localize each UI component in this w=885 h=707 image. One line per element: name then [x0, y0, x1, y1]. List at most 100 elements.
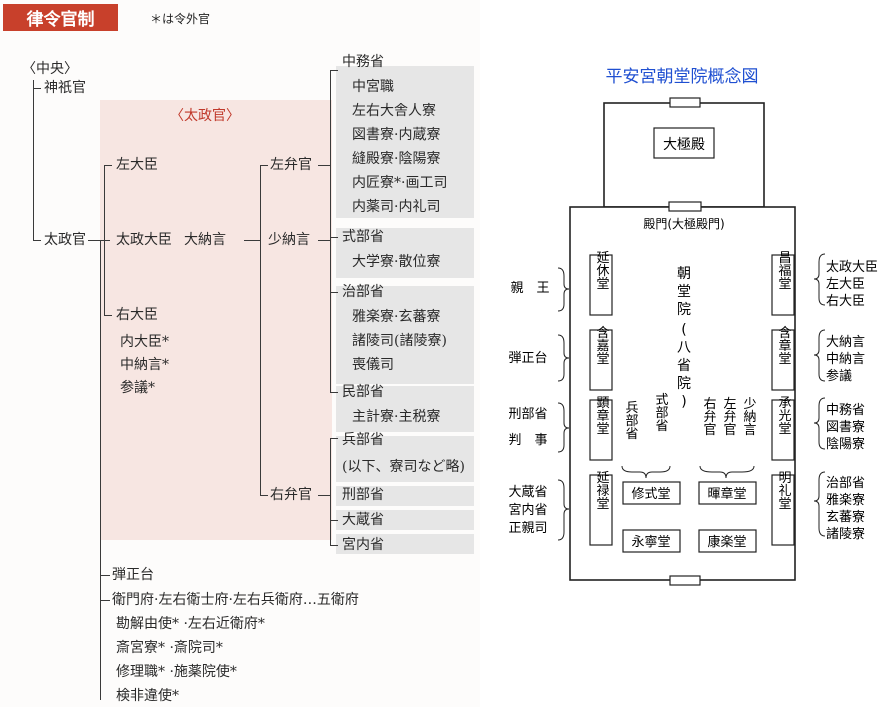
ministry-label: 大蔵省: [342, 512, 384, 528]
connector-line: [330, 292, 338, 293]
sangi-label: 参議*: [120, 380, 155, 396]
brace: [557, 334, 570, 382]
ministry-label: 治部省: [342, 284, 384, 300]
svg-text:含章堂: 含章堂: [776, 325, 792, 365]
kaimon-label: 殿門(大極殿門): [643, 216, 724, 231]
svg-text:承光堂: 承光堂: [776, 396, 792, 435]
bottom-office-label: 弾正台: [112, 567, 154, 583]
hall-right-4: 明礼堂: [771, 471, 795, 546]
bottom-office-label: 勘解由使* ·左右近衛府*: [116, 616, 265, 632]
udaijin-label: 右大臣: [116, 307, 158, 323]
connector-line: [104, 165, 105, 315]
nakatsukasa-box: [336, 66, 474, 218]
connector-line: [100, 240, 101, 700]
connector-line: [318, 165, 330, 166]
shikibu-box: [336, 228, 474, 278]
ministry-label: 式部省: [342, 229, 384, 245]
ministry-label: 図書寮·内蔵寮: [352, 127, 441, 143]
hall-left-4: 延禄堂: [589, 471, 613, 546]
center-char: 院: [677, 302, 691, 318]
connector-line: [100, 600, 110, 601]
side-label-right: 中務省: [826, 403, 865, 418]
sabenkan-label: 左弁官: [270, 157, 312, 173]
ministry-label: 左右大舎人寮: [352, 103, 436, 119]
chodoin-diagram: 平安宮朝堂院概念図 大極殿 殿門(大極殿門) 朝 堂 院 ( 八 省 院 ) 延…: [508, 66, 878, 586]
connector-line: [88, 240, 110, 241]
bottom-office-label: 検非違使*: [116, 688, 179, 704]
side-label-right: 玄蕃寮: [826, 509, 865, 525]
center-char: ): [681, 394, 686, 410]
side-label-right: 大納言: [826, 335, 865, 350]
ministry-label: 刑部省: [342, 487, 384, 503]
daigokuden-label: 大極殿: [663, 137, 705, 153]
side-label-right: 太政大臣: [826, 260, 878, 275]
ministry-label: 諸陵司(諸陵寮): [352, 333, 447, 349]
connector-line: [330, 70, 331, 392]
hall-left-3: 顕章堂: [589, 396, 613, 461]
connector-line: [330, 545, 338, 546]
svg-text:永寧堂: 永寧堂: [631, 534, 670, 550]
side-label-right: 雅楽寮: [826, 492, 865, 508]
hyobu-box: [336, 436, 474, 482]
side-label-left: 刑部省: [508, 407, 547, 422]
bottom-office-label: 斎宮寮* ·斎院司*: [116, 640, 223, 656]
chuo-label: 〈中央〉: [22, 61, 78, 77]
top-gate: [669, 97, 701, 108]
daijokan-label: 太政官: [44, 232, 86, 248]
center-char: (: [681, 322, 686, 338]
side-label-left: 正親司: [508, 521, 547, 536]
svg-text:修式堂: 修式堂: [631, 487, 670, 502]
daigokuden-box: [653, 127, 715, 159]
ministry-label: 喪儀司: [352, 357, 394, 373]
connector-line: [100, 575, 110, 576]
svg-text:昌福堂: 昌福堂: [776, 251, 792, 290]
kaimon-gate: [668, 201, 702, 212]
daijodaijin-label: 太政大臣: [116, 232, 172, 248]
hall-bottom-4: 康楽堂: [698, 529, 757, 553]
hall-right-1: 昌福堂: [771, 251, 795, 316]
side-label-right: 左大臣: [826, 277, 865, 292]
svg-text:康楽堂: 康楽堂: [707, 534, 746, 550]
naidaijin-label: 内大臣*: [120, 334, 169, 350]
inner-col: 兵部省: [623, 401, 639, 440]
connector-line: [33, 88, 41, 89]
hall-right-2: 含章堂: [771, 325, 795, 391]
connector-line: [260, 165, 261, 495]
jibu-box: [336, 286, 474, 384]
center-char: 堂: [677, 284, 691, 300]
daijokan-section-label: 〈太政官〉: [170, 108, 240, 124]
chodoin-title: 平安宮朝堂院概念図: [606, 66, 759, 87]
diagram-title: 律令官制: [3, 4, 118, 31]
brace: [557, 267, 570, 312]
connector-line: [260, 165, 268, 166]
brace: [557, 402, 570, 453]
bottom-office-label: 修理職* ·施薬院使*: [116, 664, 237, 680]
minbu-box: [336, 386, 474, 432]
ministry-label: 宮内省: [342, 537, 384, 553]
connector-line: [330, 438, 338, 439]
connector-line: [104, 315, 112, 316]
center-char: 朝: [677, 266, 691, 282]
side-label-right: 中納言: [826, 352, 865, 367]
note-text: ＊は令外官: [150, 12, 211, 26]
ministry-label: (以下、寮司など略): [342, 459, 465, 475]
side-label-right: 図書寮: [826, 419, 865, 435]
ministry-label: 雅楽寮·玄蕃寮: [352, 309, 441, 325]
hall-bottom-2: 暉章堂: [698, 481, 757, 505]
ministry-label: 内薬司·内礼司: [352, 199, 441, 215]
gyobu-box: [336, 486, 474, 506]
connector-line: [330, 438, 331, 546]
connector-line: [33, 240, 41, 241]
shonagon-label: 少納言: [268, 232, 310, 248]
connector-line: [330, 520, 338, 521]
brace: [621, 465, 671, 479]
svg-text:暉章堂: 暉章堂: [707, 486, 746, 502]
hall-bottom-3: 永寧堂: [622, 529, 681, 553]
chunagon-label: 中納言*: [120, 357, 169, 373]
ministry-label: 大学寮·散位寮: [352, 254, 441, 270]
bottom-gate: [669, 575, 701, 586]
inner-col: 右弁官: [701, 397, 717, 436]
brace: [813, 329, 826, 382]
side-label-right: 陰陽寮: [826, 436, 865, 452]
kunai-box: [336, 534, 474, 554]
